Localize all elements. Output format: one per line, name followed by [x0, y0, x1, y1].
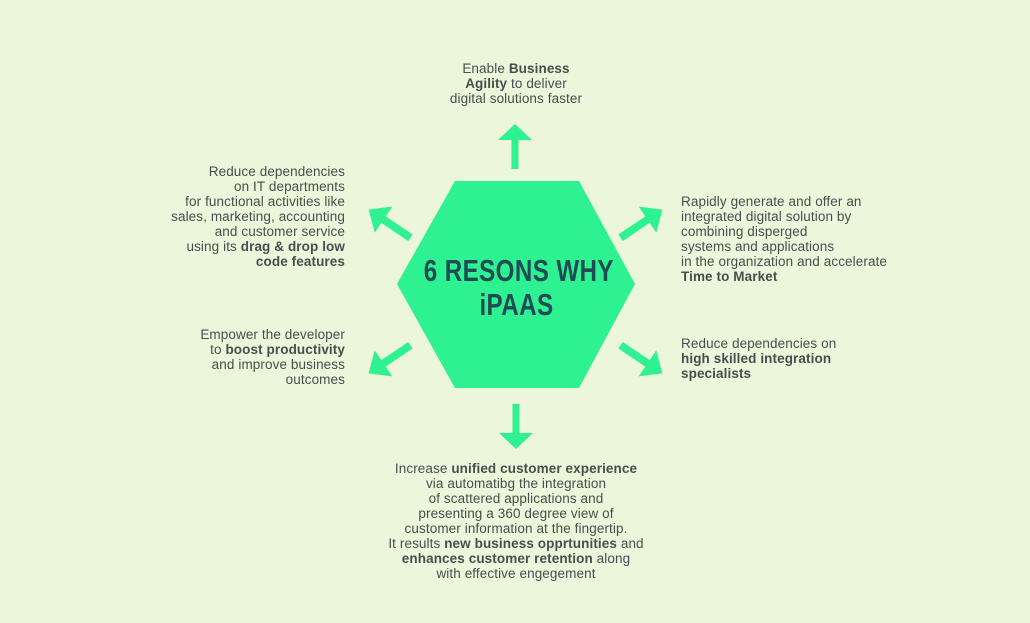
center-title: 6 RESONS WHY iPAAS — [397, 254, 635, 322]
reason-line: Reduce dependencies — [208, 164, 345, 179]
arrow-up-icon — [498, 124, 532, 169]
center-title-line1: 6 RESONS WHY — [423, 253, 614, 288]
reason-line: digital solutions faster — [449, 91, 583, 106]
reason-line: on IT departments — [233, 179, 345, 194]
reason-line: Rapidly generate and offer an — [681, 194, 862, 209]
reason-line: using its drag & drop low — [186, 239, 345, 254]
reason-line: code features — [255, 254, 345, 269]
reason-line: Enable Business — [462, 61, 570, 76]
reason-line: combining disperged — [681, 224, 808, 239]
arrow-down-icon — [499, 404, 533, 449]
center-title-line2: iPAAS — [478, 287, 554, 322]
reason-line: Increase unified customer experience — [394, 461, 638, 476]
reason-line: and improve business — [211, 357, 345, 372]
reason-line: integrated digital solution by — [681, 209, 852, 224]
reason-line: enhances customer retention along — [401, 551, 631, 566]
reason-line: for functional activities like — [185, 194, 345, 209]
arrow-down-right-icon — [618, 341, 663, 377]
reason-line: sales, marketing, accounting — [171, 209, 345, 224]
reason-line: to boost productivity — [210, 342, 345, 357]
reason-line: outcomes — [285, 372, 345, 387]
reason-line: systems and applications — [681, 239, 835, 254]
reason-line: customer information at the fingertip. — [404, 521, 628, 536]
reason-line: in the organization and accelerate — [681, 254, 888, 269]
arrow-up-left-icon — [368, 206, 413, 242]
hexagon-shape — [397, 181, 635, 388]
reason-line: Empower the developer — [200, 327, 345, 342]
reason-line: presenting a 360 degree view of — [418, 506, 614, 521]
reason-line: of scattered applications and — [428, 491, 604, 506]
reason-line: and customer service — [214, 224, 345, 239]
reason-line: Time to Market — [681, 269, 778, 284]
reason-line: high skilled integration — [681, 351, 832, 366]
reason-line: It results new business opprtunities and — [388, 536, 644, 551]
reason-line: Reduce dependencies on — [681, 336, 837, 351]
reason-line: via automatibg the integration — [425, 476, 607, 491]
reason-line: specialists — [681, 366, 752, 381]
arrow-up-right-icon — [618, 206, 663, 242]
arrow-down-left-icon — [368, 341, 413, 377]
reason-line: with effective engegement — [436, 566, 596, 581]
reason-line: Agility to deliver — [465, 76, 567, 91]
